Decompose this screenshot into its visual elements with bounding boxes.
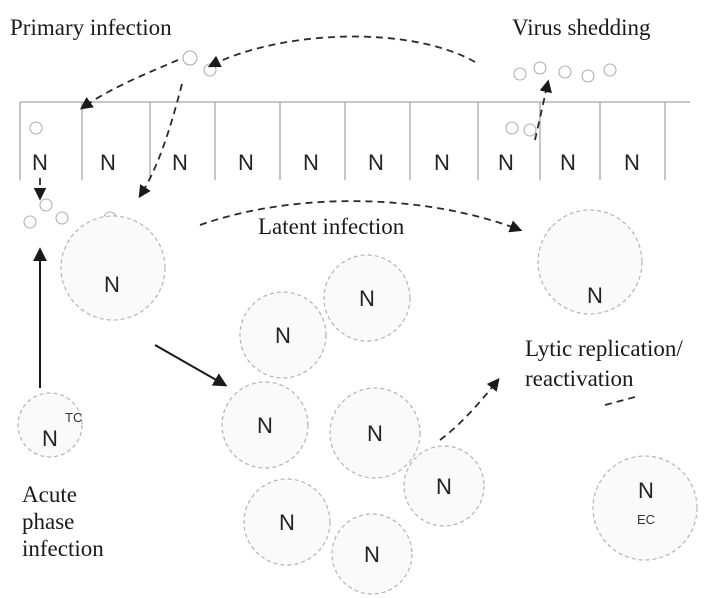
epithelial-layer: [20, 102, 690, 180]
arrow-shedding-to-primary: [210, 37, 475, 66]
nucleus-label: N: [303, 150, 319, 175]
nucleus-label: N: [560, 150, 576, 175]
arrow-latent-to-lytic: [440, 380, 498, 440]
ec-label: EC: [637, 512, 655, 527]
arrow-virion-to-epithelium: [82, 60, 178, 108]
epithelial-nuclei: N N N N N N N N N N: [32, 150, 640, 175]
nucleus-label: N: [368, 150, 384, 175]
nucleus-label: N: [32, 150, 48, 175]
nucleus-label: N: [587, 283, 603, 308]
arrow-lytic-to-shedding: [535, 82, 548, 140]
arrow-primary-to-latent: [155, 345, 225, 385]
nucleus-label: N: [42, 426, 58, 451]
nucleus-label: N: [100, 150, 116, 175]
lytic-replication-label: Lytic replication/ reactivation: [525, 336, 689, 391]
nucleus-label: N: [275, 323, 291, 348]
nucleus-label: N: [367, 421, 383, 446]
tc-label: TC: [65, 410, 82, 425]
tc-cell: N TC: [18, 393, 82, 457]
arrow-virion-to-subepithelium: [140, 84, 182, 196]
latent-infection-label: Latent infection: [258, 214, 405, 239]
lytic-line-2: reactivation: [525, 366, 634, 391]
nucleus-label: N: [498, 150, 514, 175]
nucleus-label: N: [257, 413, 273, 438]
nucleus-label: N: [364, 542, 380, 567]
nucleus-label: N: [436, 474, 452, 499]
primary-infection-label: Primary infection: [10, 15, 172, 40]
nucleus-label: N: [624, 150, 640, 175]
latent-cell-cluster: N N N N N N N: [222, 255, 484, 594]
primary-infected-cell: N: [61, 216, 165, 320]
arrow-reactivation-dash: [605, 397, 635, 405]
nucleus-label: N: [104, 272, 120, 297]
ec-cell: N EC: [593, 456, 697, 560]
nucleus-label: N: [359, 286, 375, 311]
nucleus-label: N: [434, 150, 450, 175]
lytic-replication-cell: N: [538, 210, 642, 314]
acute-phase-label: Acute phase infection: [22, 482, 104, 561]
acute-line-3: infection: [22, 536, 104, 561]
acute-line-1: Acute: [22, 482, 77, 507]
acute-line-2: phase: [22, 509, 74, 534]
nucleus-label: N: [238, 150, 254, 175]
lytic-line-1: Lytic replication/: [525, 336, 683, 361]
virus-shedding-label: Virus shedding: [512, 15, 651, 40]
nucleus-label: N: [279, 510, 295, 535]
nucleus-label: N: [638, 478, 654, 503]
nucleus-label: N: [172, 150, 188, 175]
